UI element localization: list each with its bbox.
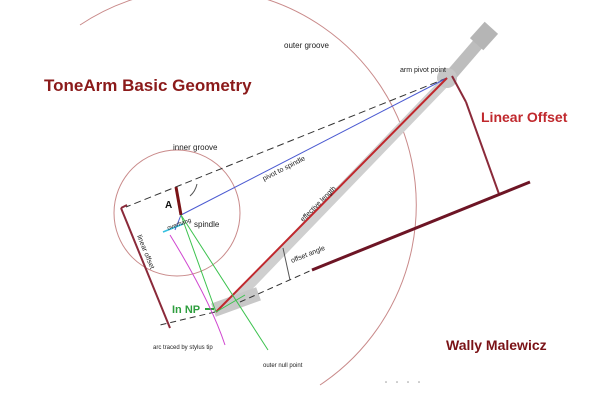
marker-a-line <box>174 186 183 216</box>
pivot-to-spindle-line <box>180 77 448 216</box>
linear-offset-heading: Linear Offset <box>481 109 568 125</box>
author-name: Wally Malewicz <box>446 337 547 353</box>
stylus-arc <box>169 234 226 346</box>
inner-groove-label: inner groove <box>173 143 218 152</box>
green-line-1 <box>180 214 217 313</box>
dashed-offset-line <box>239 269 313 303</box>
left-offset-side <box>120 207 171 329</box>
diagram-title: ToneArm Basic Geometry <box>44 76 252 95</box>
offset-angle-tick <box>282 247 291 281</box>
dot-3 <box>407 381 409 383</box>
dot-2 <box>396 381 398 383</box>
linear-offset-top <box>451 75 467 103</box>
left-offset-top <box>120 204 128 209</box>
green-line-2 <box>180 214 269 351</box>
offset-angle-label: offset angle <box>290 245 326 265</box>
marker-a-angle-arc <box>189 183 198 197</box>
dot-4 <box>418 381 420 383</box>
outer-null-point-label: outer null point <box>263 363 303 369</box>
inner-groove-circle <box>113 149 241 277</box>
effective-length-line <box>215 77 448 313</box>
green-line-3 <box>215 294 246 313</box>
outer-groove-label: outer groove <box>284 41 329 50</box>
linear-offset-side <box>465 101 500 195</box>
counterweight <box>469 21 499 51</box>
pivot-to-spindle-label: pivot to spindle <box>262 155 307 182</box>
null-point-label: In NP <box>172 304 200 316</box>
overhang-cyan <box>162 223 184 233</box>
tonearm-tube <box>225 75 452 310</box>
spindle-label: spindle <box>194 220 220 229</box>
stylus-arc-label: arc traced by stylus tip <box>153 345 213 351</box>
outer-groove-arc <box>79 0 417 386</box>
arm-pivot-label: arm pivot point <box>400 67 446 74</box>
dot-1 <box>385 381 387 383</box>
headshell <box>211 287 261 317</box>
marker-a-label: A <box>165 200 172 211</box>
cartridge-axis-line <box>311 180 531 272</box>
dashed-pivot-line <box>125 77 448 208</box>
